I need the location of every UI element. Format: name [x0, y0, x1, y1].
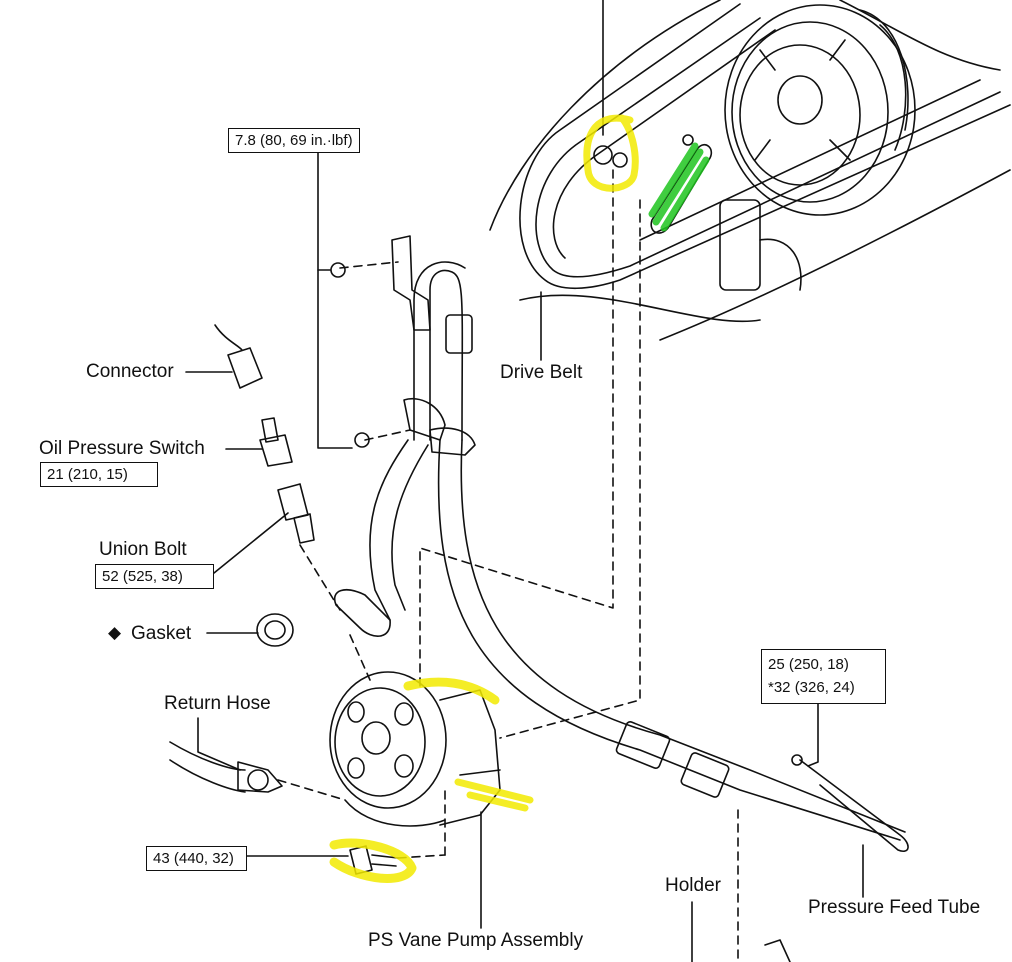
- drive-belt-label: Drive Belt: [500, 362, 583, 383]
- torque-box-top: 7.8 (80, 69 in.·lbf): [228, 128, 360, 153]
- green-highlight-bracket: [648, 142, 710, 232]
- oil-pressure-switch-part: [259, 417, 293, 467]
- oil-pressure-switch-label: Oil Pressure Switch: [39, 438, 205, 459]
- crank-pulley: [724, 4, 916, 216]
- connector-label: Connector: [86, 361, 174, 382]
- union-bolt-label: Union Bolt: [99, 539, 187, 560]
- yellow-highlight-top-bolt: [583, 114, 639, 192]
- pressure-feed-tube-label: Pressure Feed Tube: [808, 897, 981, 918]
- adjusting-bracket: [593, 134, 713, 234]
- return-hose-small: [333, 439, 429, 637]
- pressure-hose: [437, 439, 906, 841]
- oil-pressure-torque-box: 21 (210, 15): [40, 462, 158, 487]
- return-hose: [169, 741, 283, 793]
- bracket-boss: [719, 199, 802, 291]
- leader-lines: [185, 0, 864, 962]
- holder-part: [764, 939, 791, 962]
- yellow-highlight-pump-side: [454, 778, 534, 812]
- pipe-bracket: [391, 235, 476, 456]
- pressure-torque-line-1: 25 (250, 18): [768, 656, 849, 673]
- upper-pipe: [413, 261, 473, 441]
- ps-vane-pump-label: PS Vane Pump Assembly: [368, 930, 584, 951]
- union-bolt-torque-box: 52 (525, 38): [95, 564, 214, 589]
- connector-part: [214, 324, 263, 389]
- drive-belt-shape: [519, 3, 1011, 290]
- top-bolt-nuts: [330, 262, 370, 448]
- yellow-highlight-bolt: [329, 838, 417, 883]
- ps-pump-body: [329, 671, 501, 827]
- bolt-torque-box: 43 (440, 32): [146, 846, 247, 871]
- gasket-part: [256, 613, 294, 647]
- pressure-torque-box: 25 (250, 18) *32 (326, 24): [761, 649, 886, 704]
- yellow-highlight-pump-top: [403, 677, 500, 705]
- union-bolt-part: [277, 483, 315, 544]
- pressure-feed-tube: [791, 754, 909, 852]
- pressure-torque-line-2: *32 (326, 24): [768, 679, 855, 697]
- holder-label: Holder: [665, 875, 721, 896]
- return-hose-label: Return Hose: [164, 693, 271, 714]
- gasket-label: Gasket: [131, 623, 192, 644]
- gasket-symbol: ◆: [108, 623, 122, 642]
